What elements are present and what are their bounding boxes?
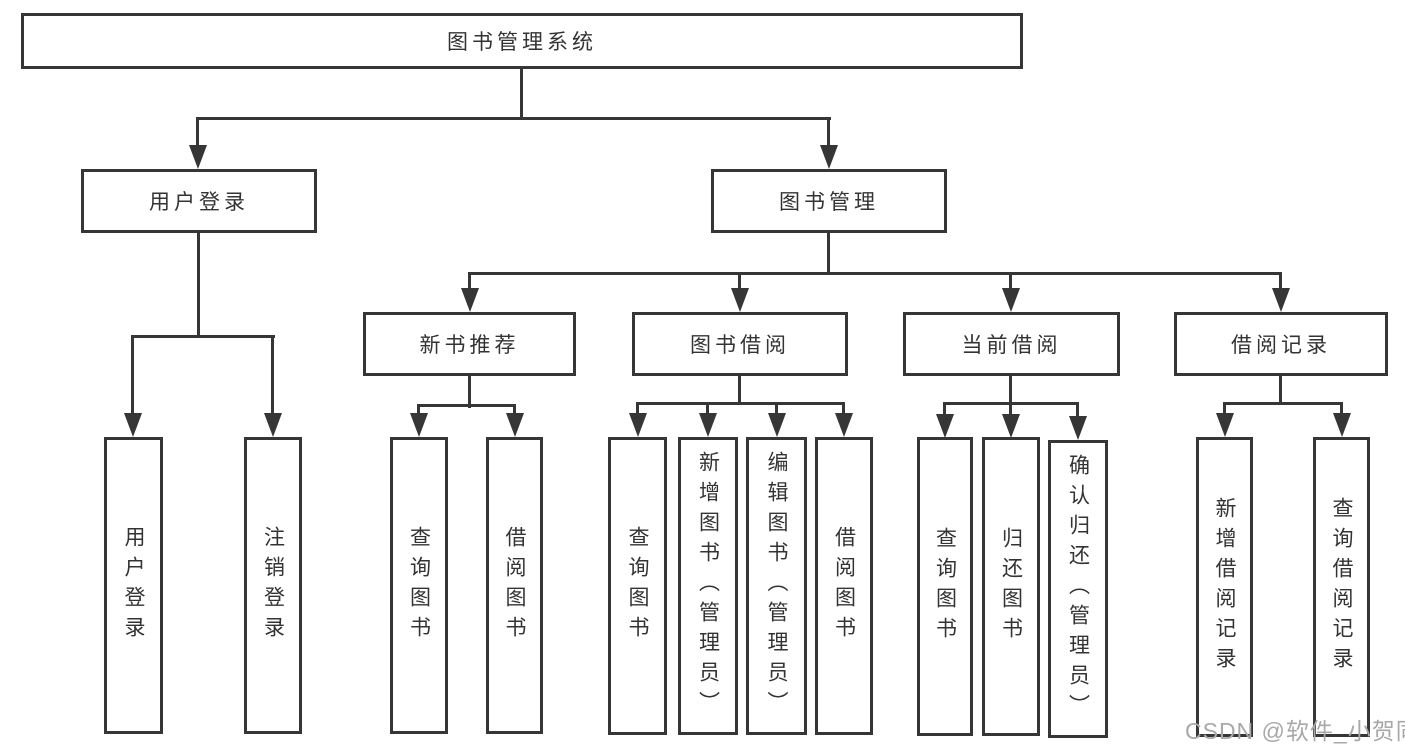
connector-level2-rail xyxy=(197,117,831,120)
arrowhead-logout xyxy=(264,413,282,437)
node-bb-add-books-admin: 新增图书（管理员） xyxy=(678,437,738,735)
node-user-login: 用户登录 xyxy=(81,169,317,233)
node-cb-return-books-label: 归还图书 xyxy=(999,526,1023,647)
arrowhead-login-leaf xyxy=(124,413,142,437)
arrowhead-cb-query xyxy=(936,414,954,438)
connector-drop-cb-return xyxy=(1009,402,1012,418)
node-current-borrow: 当前借阅 xyxy=(903,312,1120,376)
node-br-query-record: 查询借阅记录 xyxy=(1313,437,1370,737)
node-cb-confirm-return-admin: 确认归还（管理员） xyxy=(1048,440,1108,738)
connector-drop-borrow-records xyxy=(1279,272,1282,292)
node-bb-query-books-label: 查询图书 xyxy=(626,526,649,646)
connector-drop-current-borrow xyxy=(1009,272,1012,292)
node-bb-add-books-admin-label: 新增图书（管理员） xyxy=(696,451,720,721)
csdn-watermark: CSDN @软件_小贺同学 xyxy=(1185,718,1405,744)
arrowhead-br-add xyxy=(1216,413,1234,437)
node-user-login-leaf: 用户登录 xyxy=(104,437,163,734)
connector-drop-user-login xyxy=(196,117,199,151)
connector-drop-new-book xyxy=(468,272,471,292)
connector-current-borrow-stub xyxy=(1009,376,1012,405)
connector-book-borrow-rail xyxy=(636,402,845,405)
connector-drop-logout xyxy=(271,335,274,417)
arrowhead-br-query xyxy=(1333,413,1351,437)
node-cb-confirm-return-admin-label: 确认归还（管理员） xyxy=(1066,454,1090,724)
connector-drop-nb-borrow xyxy=(513,404,516,416)
arrowhead-bb-borrow xyxy=(835,413,853,437)
node-br-add-record: 新增借阅记录 xyxy=(1196,437,1253,737)
connector-drop-br-add xyxy=(1223,402,1226,416)
arrowhead-bb-add xyxy=(699,413,717,437)
connector-level3-rail xyxy=(468,272,1282,275)
arrowhead-current-borrow xyxy=(1002,288,1020,312)
connector-book-borrow-stub xyxy=(738,376,741,405)
arrowhead-cb-confirm xyxy=(1069,416,1087,440)
connector-drop-bb-edit xyxy=(775,402,778,416)
node-bb-edit-books-admin-label: 编辑图书（管理员） xyxy=(765,451,788,721)
connector-new-book-stub xyxy=(468,376,471,408)
connector-user-login-stub xyxy=(197,233,200,338)
arrowhead-nb-borrow xyxy=(506,413,524,437)
node-logout: 注销登录 xyxy=(244,437,302,734)
node-cb-query-books: 查询图书 xyxy=(917,437,973,736)
connector-user-login-rail xyxy=(132,335,275,338)
arrowhead-user-login xyxy=(189,145,207,169)
node-bb-edit-books-admin: 编辑图书（管理员） xyxy=(746,437,807,735)
arrowhead-bb-query xyxy=(629,413,647,437)
node-book-borrow: 图书借阅 xyxy=(632,312,848,376)
connector-drop-book-management xyxy=(827,117,830,151)
node-nb-query-books: 查询图书 xyxy=(390,437,448,734)
connector-drop-book-borrow xyxy=(738,272,741,292)
arrowhead-nb-query xyxy=(410,413,428,437)
node-br-add-record-label: 新增借阅记录 xyxy=(1213,497,1236,677)
node-bb-borrow-books-label: 借阅图书 xyxy=(832,526,856,646)
connector-root-stub xyxy=(520,69,523,119)
connector-drop-cb-confirm xyxy=(1076,402,1079,418)
node-cb-return-books: 归还图书 xyxy=(982,437,1040,736)
node-bb-borrow-books: 借阅图书 xyxy=(815,437,873,735)
arrowhead-bb-edit xyxy=(768,413,786,437)
connector-drop-bb-add xyxy=(706,402,709,416)
node-nb-borrow-books-label: 借阅图书 xyxy=(503,525,526,646)
connector-drop-br-query xyxy=(1340,402,1343,416)
arrowhead-book-management xyxy=(820,145,838,169)
node-borrow-records: 借阅记录 xyxy=(1174,312,1388,376)
arrowhead-borrow-records xyxy=(1272,288,1290,312)
arrowhead-book-borrow xyxy=(731,288,749,312)
connector-drop-login-leaf xyxy=(131,335,134,417)
arrowhead-new-book xyxy=(461,288,479,312)
connector-book-mgmt-stub xyxy=(827,233,830,275)
node-user-login-leaf-label: 用户登录 xyxy=(122,525,145,646)
connector-drop-bb-query xyxy=(636,402,639,416)
connector-new-book-rail xyxy=(417,404,516,407)
node-nb-borrow-books: 借阅图书 xyxy=(486,437,543,734)
connector-drop-nb-query xyxy=(417,404,420,416)
connector-drop-cb-query xyxy=(943,402,946,418)
arrowhead-cb-return xyxy=(1002,414,1020,438)
node-new-book-recommend: 新书推荐 xyxy=(363,312,576,376)
node-cb-query-books-label: 查询图书 xyxy=(933,526,957,647)
connector-borrow-records-rail xyxy=(1223,402,1342,405)
node-book-management: 图书管理 xyxy=(711,169,947,233)
node-nb-query-books-label: 查询图书 xyxy=(407,525,431,646)
connector-drop-bb-borrow xyxy=(842,402,845,416)
connector-borrow-records-stub xyxy=(1279,376,1282,405)
node-logout-label: 注销登录 xyxy=(261,525,285,646)
node-library-system: 图书管理系统 xyxy=(21,13,1023,69)
node-bb-query-books: 查询图书 xyxy=(608,437,667,735)
node-br-query-record-label: 查询借阅记录 xyxy=(1330,497,1353,677)
